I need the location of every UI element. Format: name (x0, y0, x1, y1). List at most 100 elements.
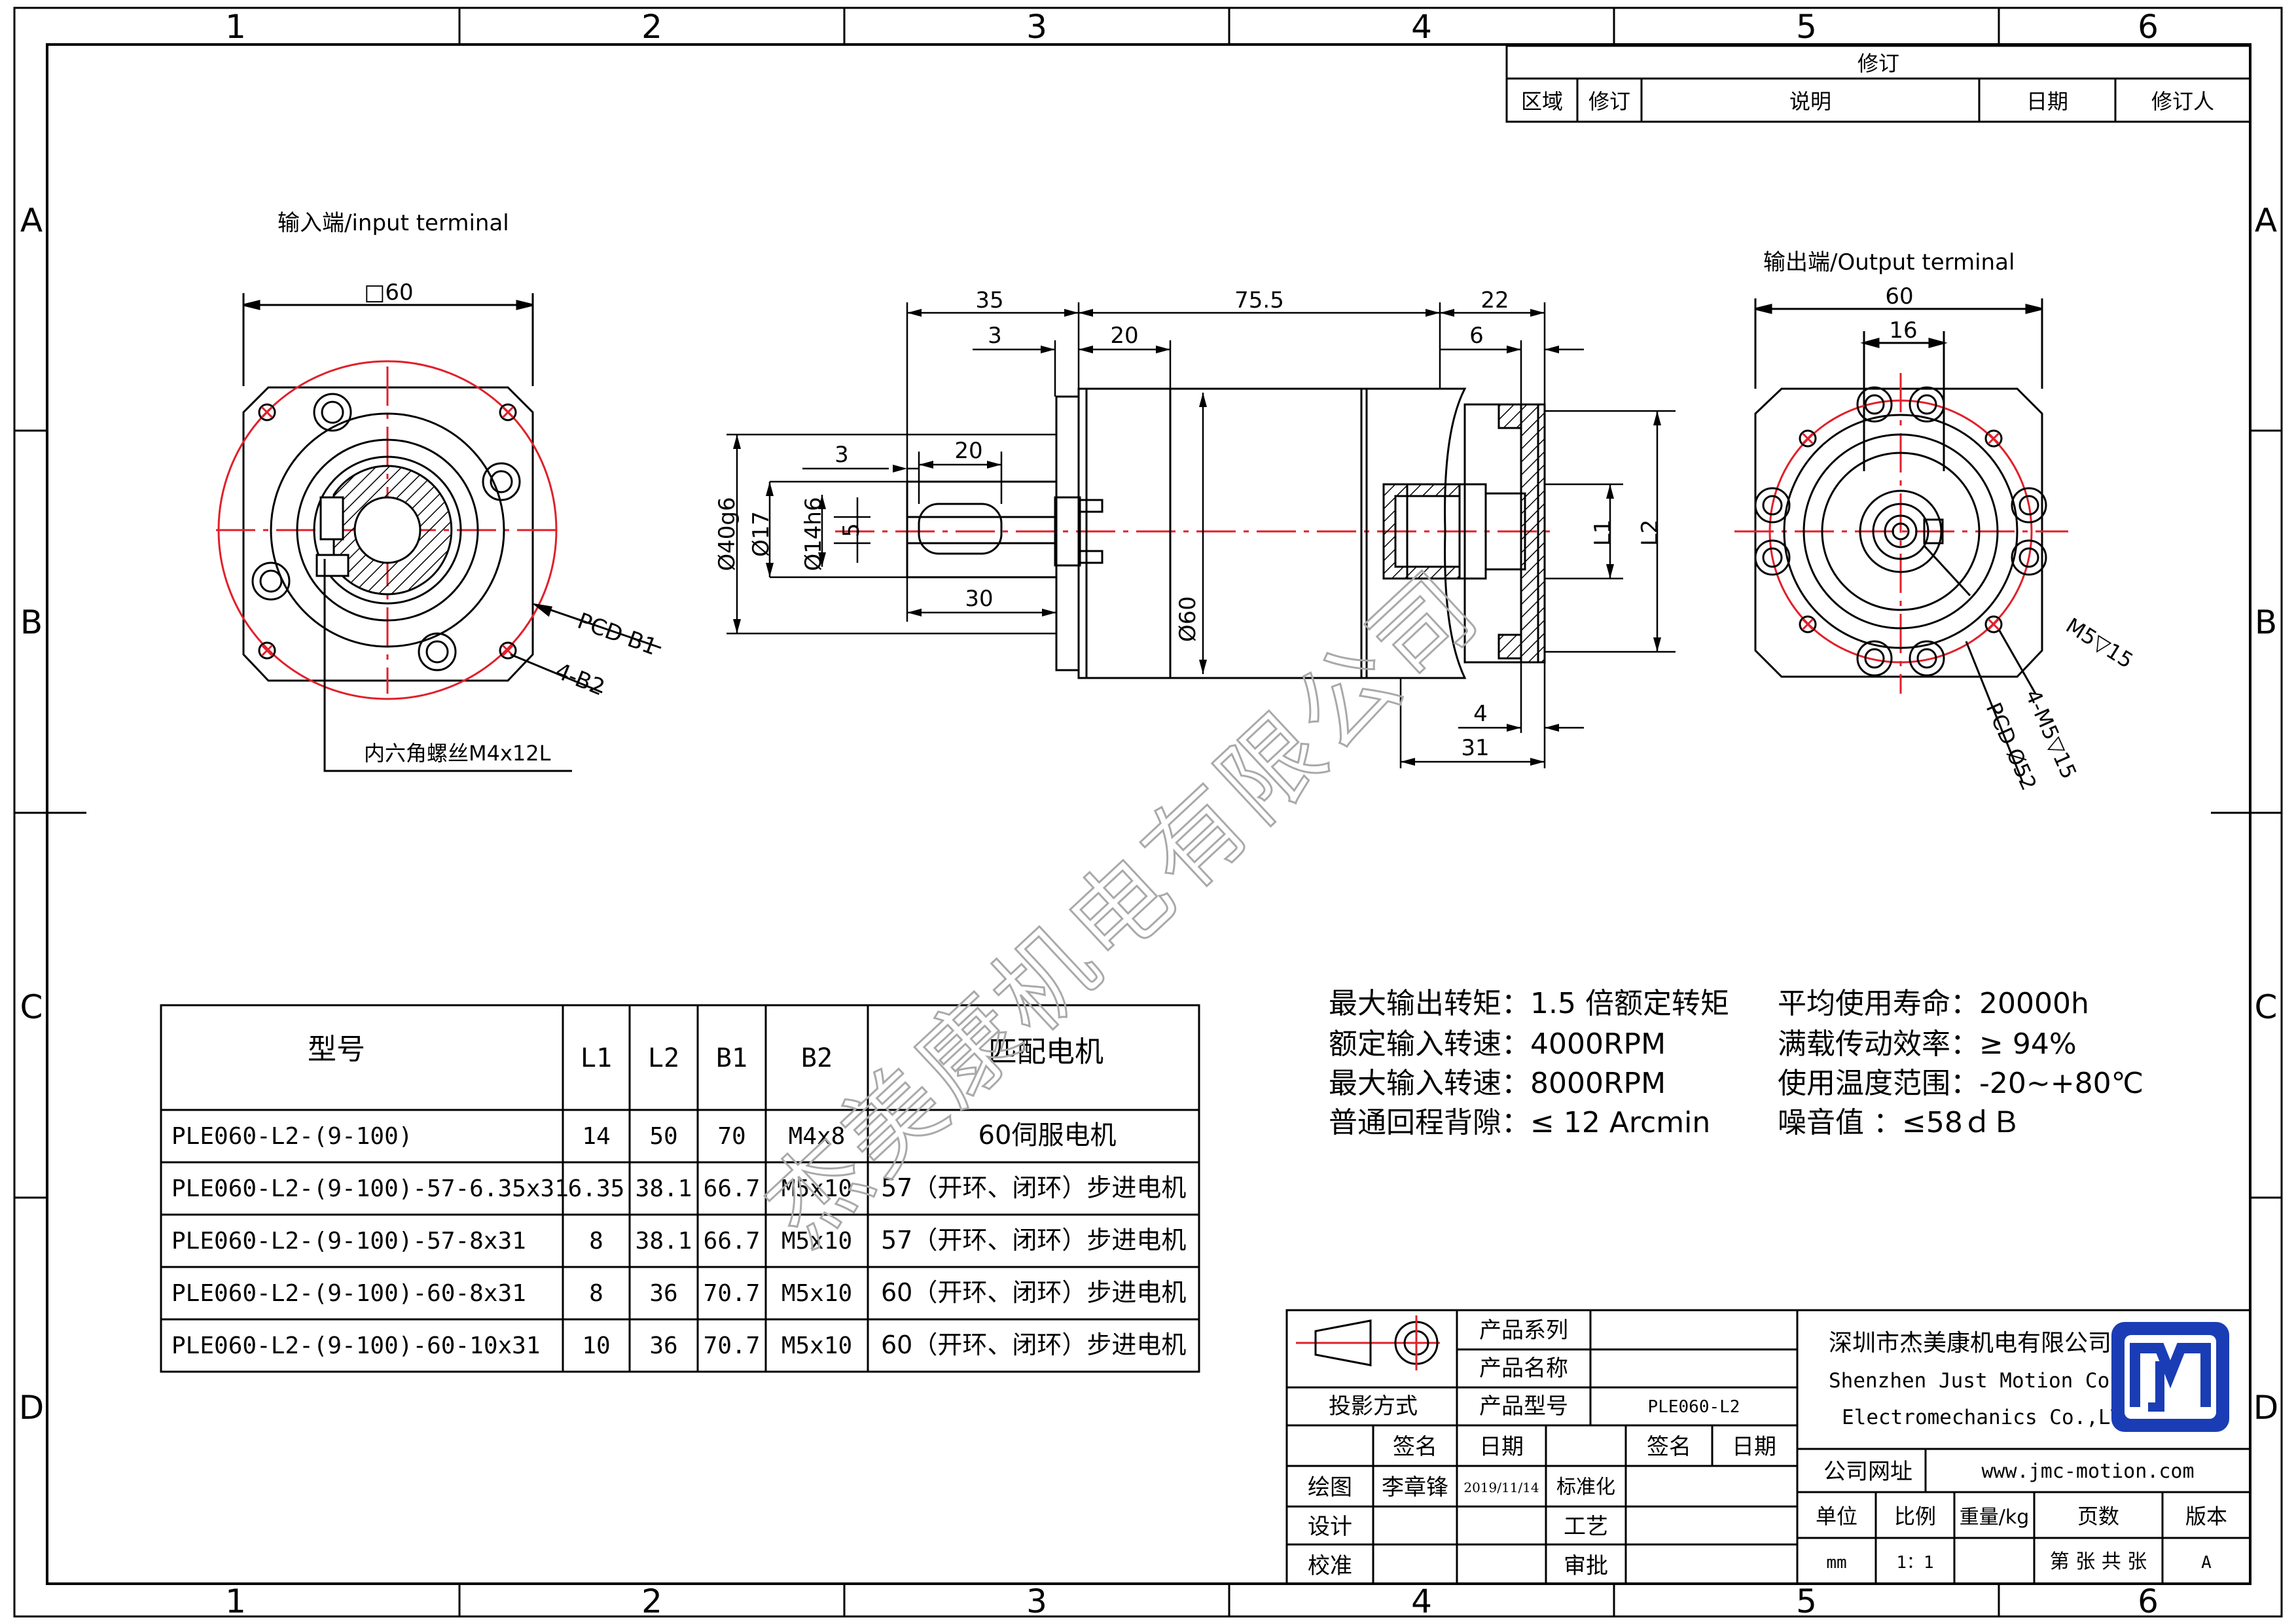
spec-cell: 60伺服电机 (978, 1120, 1117, 1150)
revision-header: 修订 (1857, 51, 1899, 76)
col-label: 2 (641, 8, 662, 46)
dim-d17: Ø17 (748, 511, 774, 557)
col-label: 3 (1026, 8, 1047, 46)
spec-line: 最大输出转矩：1.5 倍额定转矩 (1329, 987, 1729, 1020)
watermark: 杰美康机电有限公司 (742, 548, 1503, 1268)
spec-line: 额定输入转速：4000RPM (1329, 1027, 1666, 1061)
company-logo (2111, 1322, 2229, 1432)
row-label: C (20, 988, 43, 1026)
drawing-frame (13, 7, 2283, 1618)
dim-d40g6: Ø40g6 (714, 497, 740, 571)
revision-col: 修订人 (2151, 89, 2214, 114)
spec-cell: 10 (582, 1332, 610, 1359)
row-label: A (20, 202, 43, 240)
dim-5: 5 (838, 523, 865, 537)
row-label: D (2253, 1389, 2279, 1427)
spec-line: 使用温度范围：-20~+80℃ (1778, 1067, 2144, 1100)
spec-cell: PLE060-L2-(9-100)-60-10x31 (171, 1332, 541, 1359)
spec-header: 匹配电机 (988, 1035, 1103, 1069)
output-view-title: 输出端/Output terminal (1763, 249, 2015, 276)
spec-cell: PLE060-L2-(9-100)-57-6.35x31 (171, 1175, 569, 1202)
output-tapped-holes (1799, 429, 2003, 633)
tb-draw: 绘图 (1308, 1474, 1352, 1501)
version-value: A (2201, 1553, 2212, 1573)
spec-header: L1 (581, 1043, 612, 1073)
spec-cell: 8 (589, 1280, 603, 1307)
spec-cell: 70.7 (704, 1332, 761, 1359)
scale-label: 比例 (1894, 1504, 1936, 1529)
tb-date-2: 日期 (1732, 1434, 1776, 1460)
col-label: 4 (1411, 1582, 1432, 1620)
company-cn: 深圳市杰美康机电有限公司 (1829, 1330, 2111, 1357)
spec-cell: 60（开环、闭环）步进电机 (881, 1278, 1186, 1307)
tb-design: 设计 (1308, 1514, 1352, 1540)
spec-cell: 57（开环、闭环）步进电机 (881, 1173, 1186, 1202)
watermark-text: 杰美康机电有限公司 (744, 549, 1502, 1267)
col-label: 3 (1026, 1582, 1047, 1620)
spec-cell: 38.1 (636, 1175, 692, 1202)
dim-30: 30 (965, 586, 993, 612)
row-label: B (2255, 603, 2277, 641)
spec-cell: 60（开环、闭环）步进电机 (881, 1330, 1186, 1359)
spec-cell: M5x10 (781, 1175, 852, 1202)
spec-cell: PLE060-L2-(9-100)-60-8x31 (171, 1280, 526, 1307)
col-label: 5 (1796, 1582, 1817, 1620)
spec-cell: PLE060-L2-(9-100) (171, 1123, 412, 1150)
spec-cell: 70.7 (704, 1280, 761, 1307)
col-label: 2 (641, 1582, 662, 1620)
website: www.jmc-motion.com (1981, 1460, 2194, 1483)
tb-product-series: 产品系列 (1479, 1317, 1568, 1344)
revision-col: 说明 (1789, 89, 1831, 114)
dim-20-top: 20 (1110, 323, 1138, 349)
spec-header: B1 (716, 1043, 747, 1073)
spec-cell: M5x10 (781, 1332, 852, 1359)
col-label: 1 (225, 1582, 246, 1620)
tb-draw-date: 2019/11/14 (1463, 1480, 1539, 1495)
spec-line: 满载传动效率：≥ 94% (1778, 1027, 2077, 1061)
tb-sign: 签名 (1393, 1434, 1437, 1460)
spec-cell: 14 (582, 1123, 610, 1150)
corner-holes (258, 403, 517, 660)
input-end-view: 输入端/input terminal □60 (216, 210, 662, 772)
col-label: 6 (2138, 1582, 2159, 1620)
spec-line: 最大输入转速：8000RPM (1329, 1067, 1666, 1100)
spec-cell: 57（开环、闭环）步进电机 (881, 1226, 1186, 1255)
unit-value: mm (1826, 1553, 1846, 1573)
tb-drawer: 李章锋 (1382, 1474, 1448, 1501)
counterbore-holes (251, 393, 521, 671)
col-label: 1 (225, 8, 246, 46)
spec-cell: M5x10 (781, 1280, 852, 1307)
company-en-2: Electromechanics Co.,LTD (1842, 1406, 2135, 1429)
dim-22: 22 (1480, 287, 1509, 313)
tb-date: 日期 (1479, 1434, 1524, 1460)
unit-label: 单位 (1816, 1504, 1857, 1529)
spec-cell: 36 (649, 1332, 677, 1359)
spec-header: L2 (648, 1043, 679, 1073)
row-label: A (2255, 202, 2277, 240)
spec-header: 型号 (308, 1033, 365, 1066)
dim-l2: L2 (1637, 520, 1663, 546)
spec-line: 平均使用寿命：20000h (1778, 987, 2089, 1020)
tb-standard: 标准化 (1556, 1476, 1615, 1499)
spec-cell: 38.1 (636, 1228, 692, 1255)
spec-cell: 50 (649, 1123, 677, 1150)
dim-m5-15: M5▽15 (2062, 613, 2138, 673)
screw-callout: 内六角螺丝M4x12L (364, 741, 551, 766)
row-label: D (19, 1389, 45, 1427)
spec-cell: 36 (649, 1280, 677, 1307)
tb-check: 校准 (1308, 1553, 1352, 1579)
pages-label: 页数 (2077, 1504, 2119, 1529)
tb-model-value: PLE060-L2 (1648, 1397, 1740, 1417)
scale-value: 1：1 (1896, 1553, 1933, 1573)
spec-cell: 66.7 (704, 1228, 761, 1255)
col-label: 5 (1796, 8, 1817, 46)
dim-pcd-b1: PCD B1 (574, 608, 660, 661)
row-label: B (20, 603, 43, 641)
revision-col: 修订 (1588, 89, 1630, 114)
spec-cell: M5x10 (781, 1228, 852, 1255)
dim-31: 31 (1461, 735, 1489, 761)
spec-cell: 6.35 (568, 1175, 625, 1202)
spec-line: 噪音值 ：≤58ｄＢ (1778, 1106, 2020, 1139)
spec-header: B2 (801, 1043, 833, 1073)
